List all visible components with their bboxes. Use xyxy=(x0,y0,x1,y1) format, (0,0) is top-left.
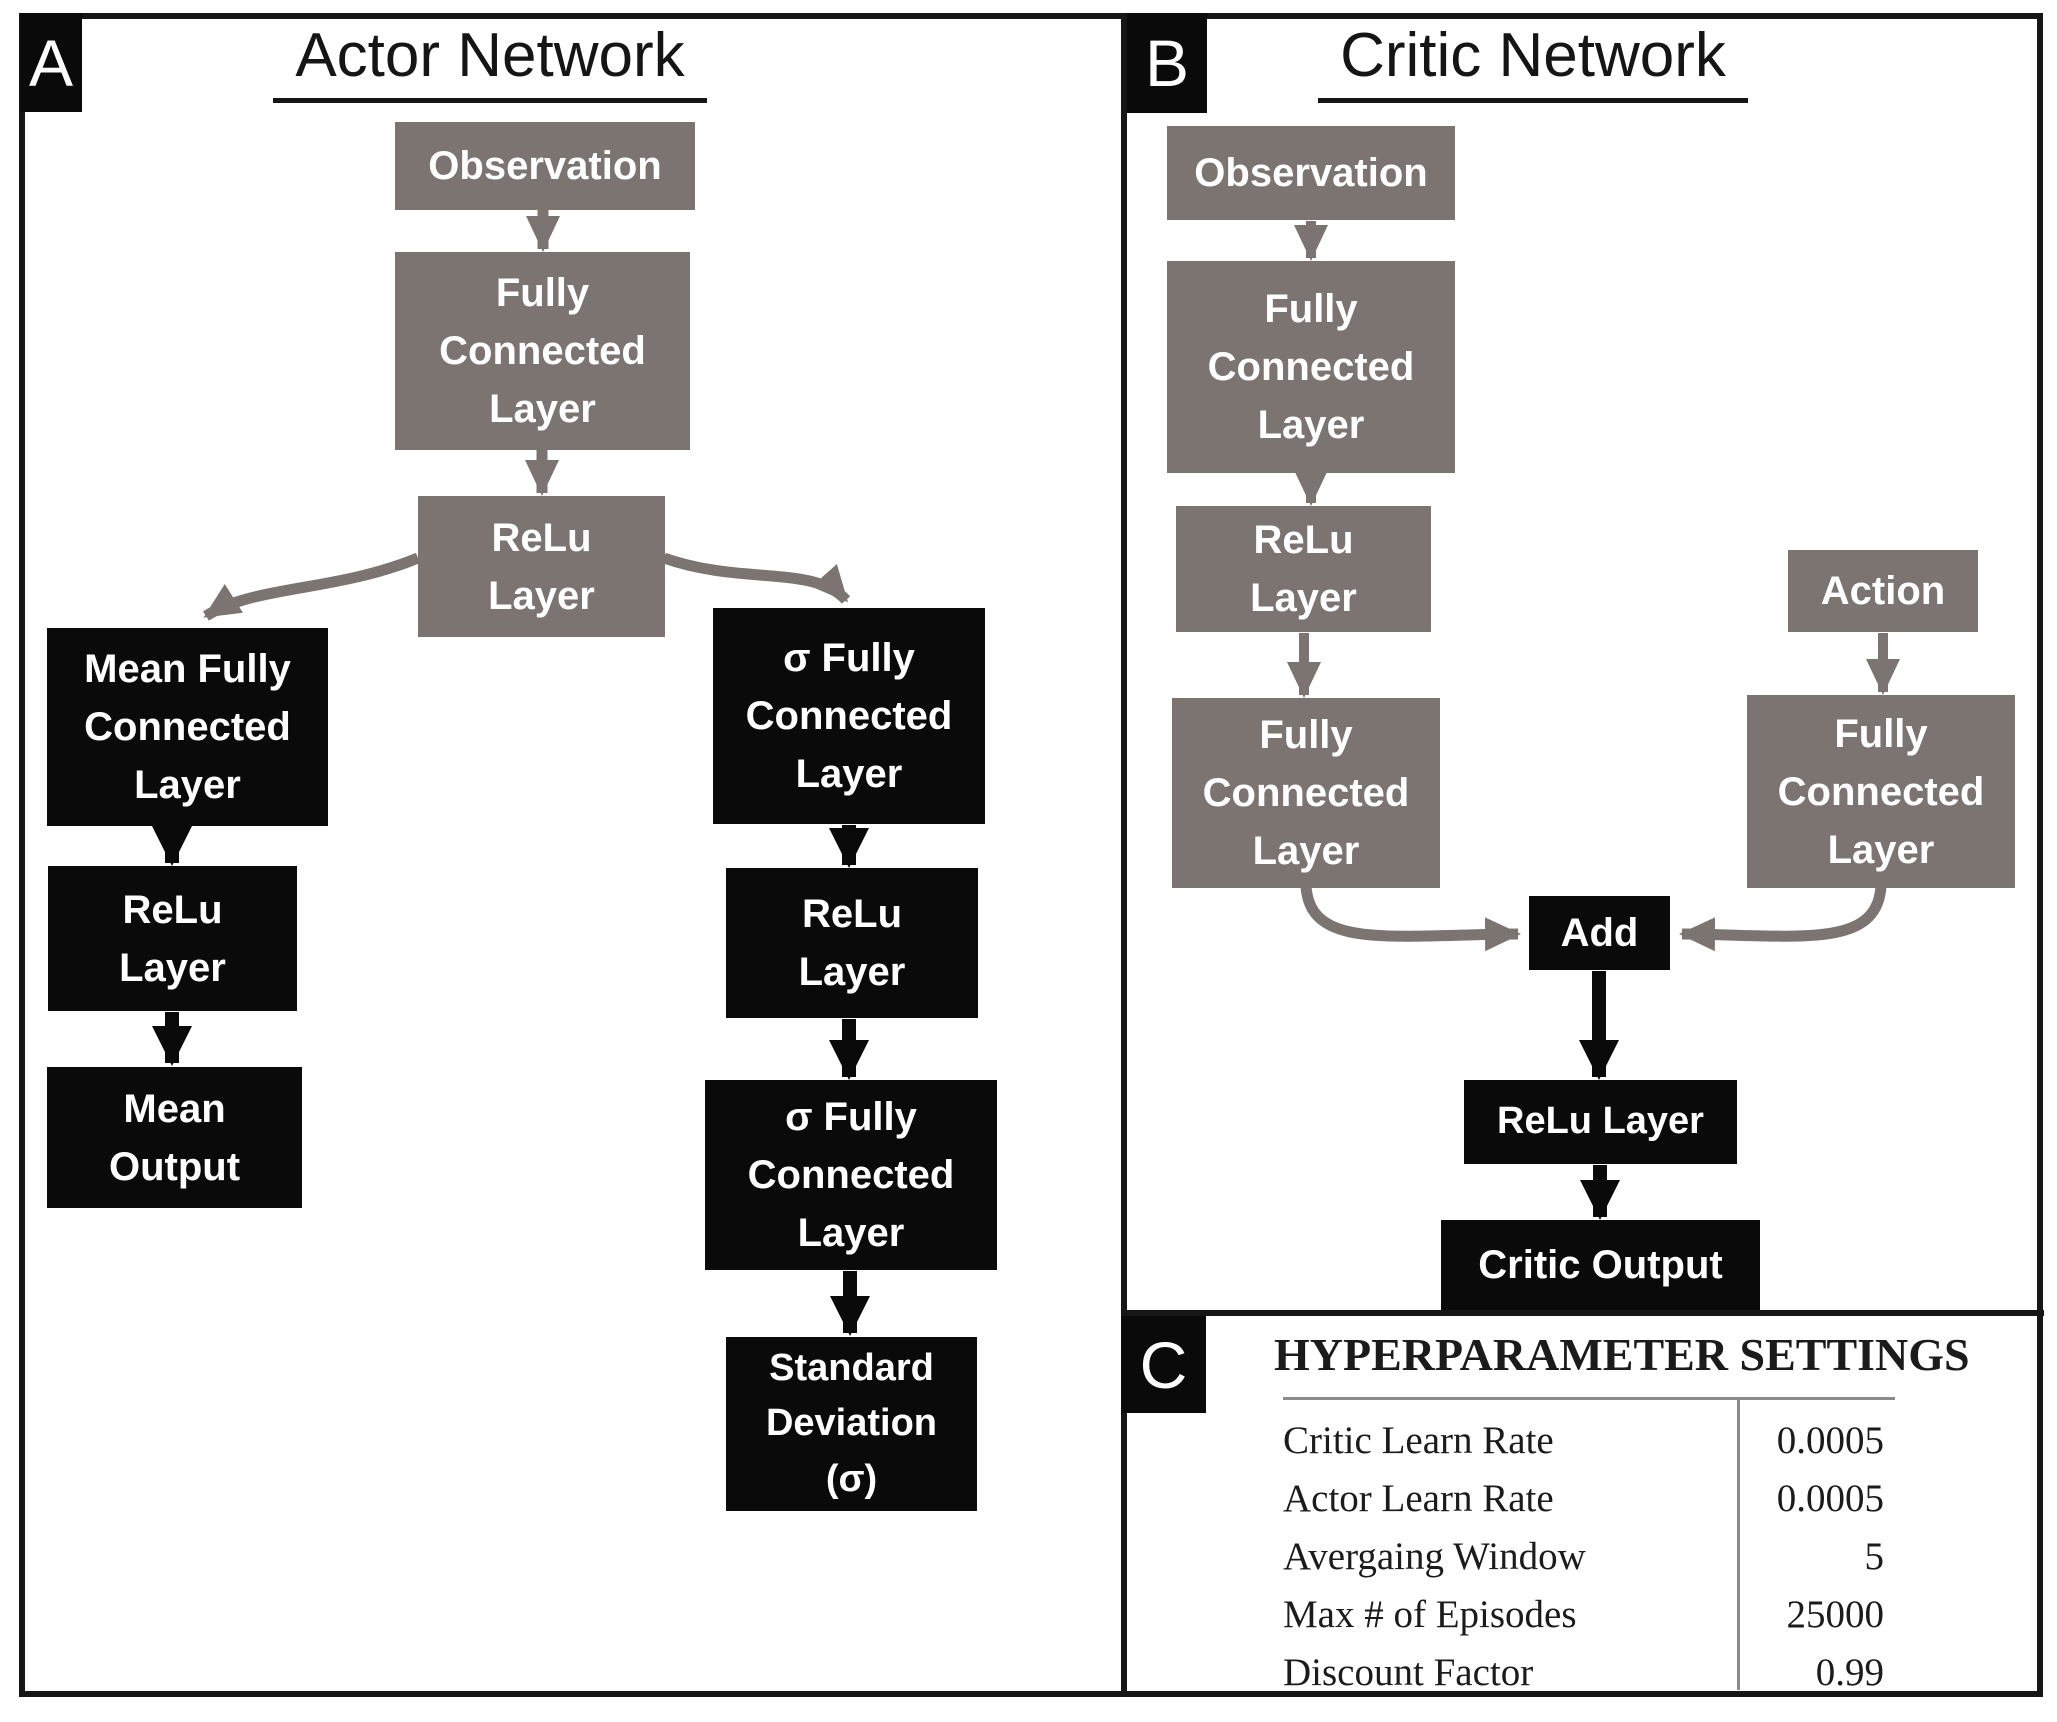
node-a-sigma-relu: ReLu Layer xyxy=(726,868,978,1018)
node-b-relu-output: ReLu Layer xyxy=(1464,1080,1737,1164)
node-b-add: Add xyxy=(1529,896,1670,970)
table-row-label: Max # of Episodes xyxy=(1283,1592,1577,1636)
table-row-value: 0.0005 xyxy=(1776,1418,1884,1462)
table-row: Actor Learn Rate 0.0005 xyxy=(1283,1470,1886,1526)
table-row-label: Avergaing Window xyxy=(1283,1534,1586,1578)
panel-c-label: C xyxy=(1121,1316,1206,1413)
table-row-value: 25000 xyxy=(1786,1592,1885,1636)
panel-b-letter: B xyxy=(1144,26,1190,100)
table-row: Max # of Episodes 25000 xyxy=(1283,1586,1886,1642)
node-a-sigma-fully-connected-2: σ Fully Connected Layer xyxy=(705,1080,997,1270)
panel-divider-horizontal xyxy=(1127,1310,2044,1316)
table-rule-top xyxy=(1283,1397,1895,1400)
panel-a-label: A xyxy=(20,13,82,112)
table-row: Critic Learn Rate 0.0005 xyxy=(1283,1412,1886,1468)
hyperparameter-table-title: HYPERPARAMETER SETTINGS xyxy=(1274,1329,1970,1380)
node-b-action: Action xyxy=(1788,550,1978,632)
panel-divider-vertical xyxy=(1121,13,1127,1697)
node-a-observation: Observation xyxy=(395,122,695,210)
table-row-value: 0.99 xyxy=(1815,1650,1884,1694)
node-a-fully-connected: Fully Connected Layer xyxy=(395,252,690,450)
table-row-value: 5 xyxy=(1864,1534,1885,1578)
outer-frame xyxy=(19,13,2043,1697)
node-b-critic-output: Critic Output xyxy=(1441,1220,1760,1310)
panel-b-title: Critic Network xyxy=(1315,21,1751,104)
table-row-label: Actor Learn Rate xyxy=(1283,1476,1554,1520)
table-row: Avergaing Window 5 xyxy=(1283,1528,1886,1584)
panel-b-label: B xyxy=(1127,13,1207,113)
node-a-mean-output: Mean Output xyxy=(47,1067,302,1208)
node-a-standard-deviation: Standard Deviation (σ) xyxy=(726,1337,977,1511)
table-row-label: Discount Factor xyxy=(1283,1650,1534,1694)
node-b-action-fully-connected: Fully Connected Layer xyxy=(1747,695,2015,888)
node-a-relu: ReLu Layer xyxy=(418,496,665,637)
panel-c-letter: C xyxy=(1139,1327,1188,1402)
node-b-observation: Observation xyxy=(1167,126,1455,220)
node-b-fully-connected-1: Fully Connected Layer xyxy=(1167,261,1455,473)
panel-a-letter: A xyxy=(28,25,74,100)
node-b-relu: ReLu Layer xyxy=(1176,506,1431,632)
table-rule-vertical xyxy=(1737,1400,1740,1690)
node-a-mean-relu: ReLu Layer xyxy=(48,866,297,1011)
table-row-label: Critic Learn Rate xyxy=(1283,1418,1554,1462)
node-b-fully-connected-2: Fully Connected Layer xyxy=(1172,698,1440,888)
table-row-value: 0.0005 xyxy=(1776,1476,1884,1520)
node-a-mean-fully-connected: Mean Fully Connected Layer xyxy=(47,628,328,826)
panel-a-title: Actor Network xyxy=(245,21,735,104)
table-row: Discount Factor 0.99 xyxy=(1283,1644,1886,1700)
node-a-sigma-fully-connected-1: σ Fully Connected Layer xyxy=(713,608,985,824)
